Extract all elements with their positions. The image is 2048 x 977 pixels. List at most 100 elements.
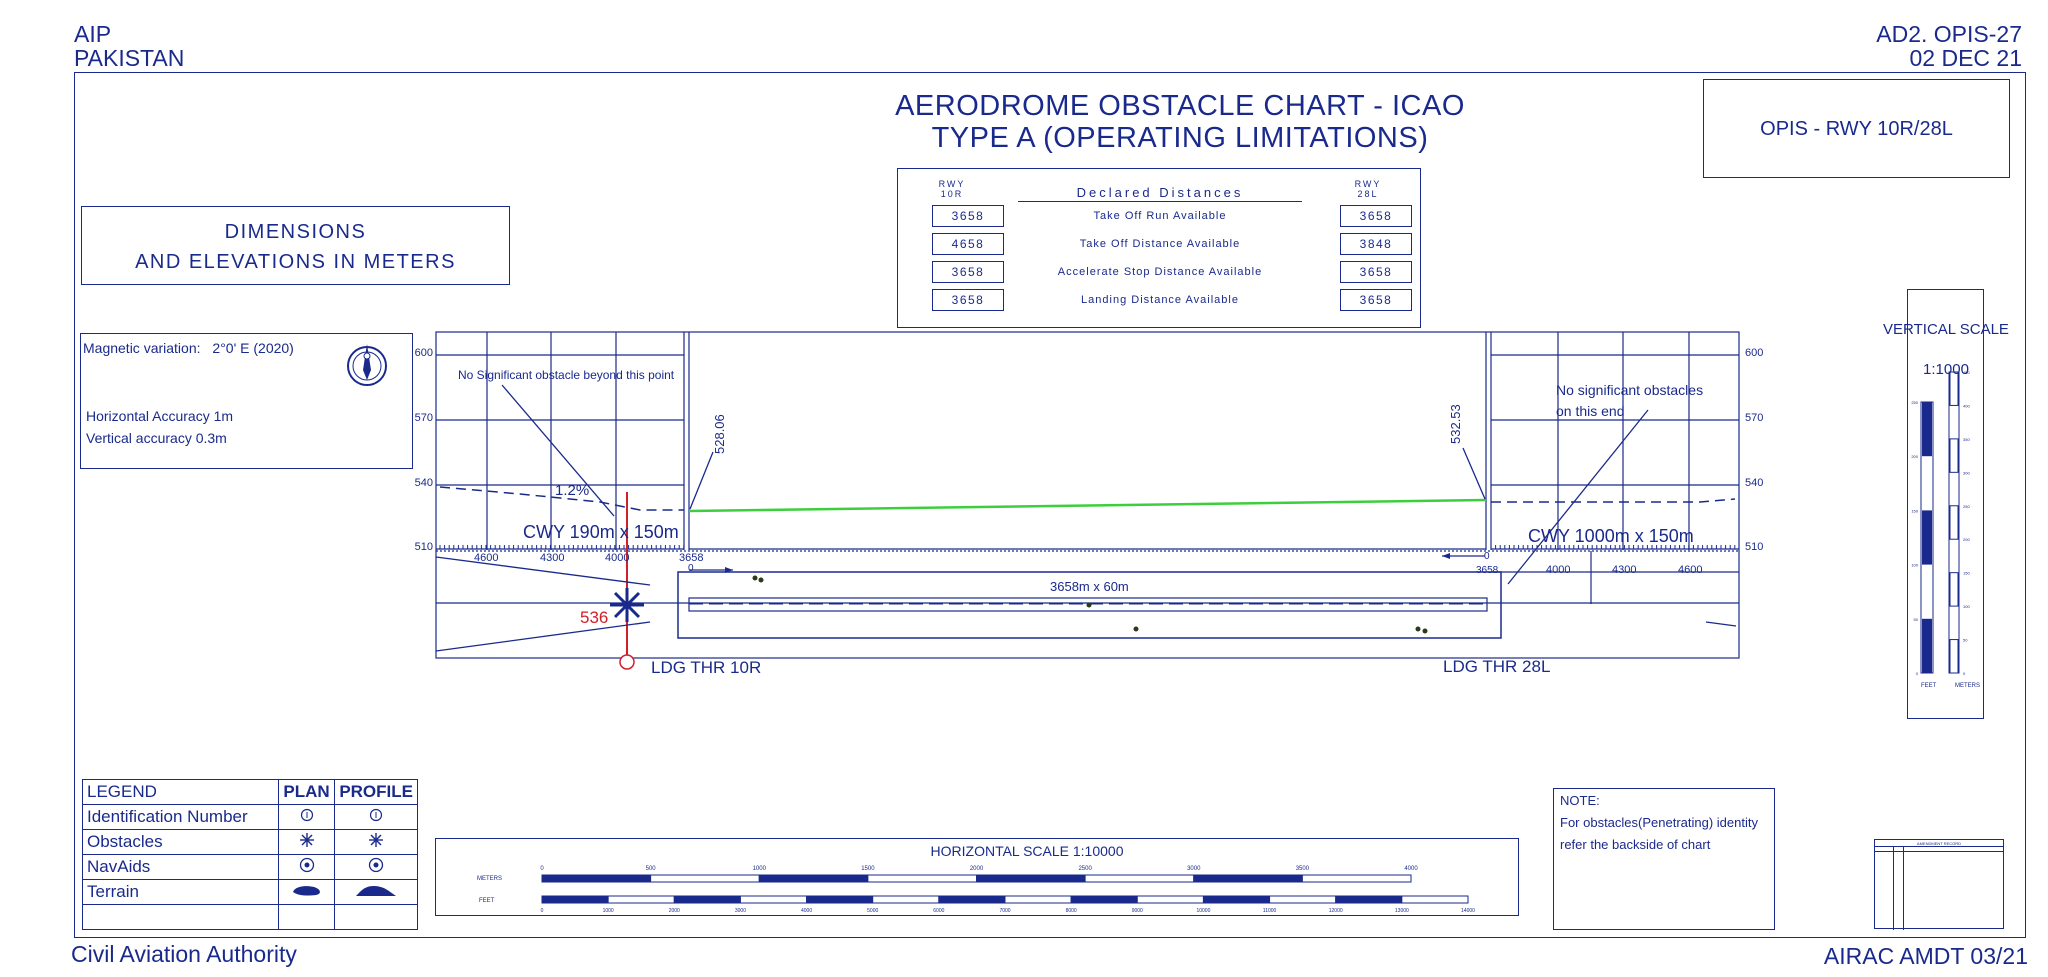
hs-meter-tick: 2000 [970,866,984,872]
dd-row-label: Take Off Distance Available [1079,238,1241,250]
hs-feet-segment [1401,895,1469,904]
legend-empty-cell [277,904,336,930]
vs-meter-segment [1949,505,1959,540]
hs-feet-segment [872,895,940,904]
plan-obstacle-dots [752,575,1428,634]
dist-right-4600: 4600 [1678,564,1703,576]
magvar: Magnetic variation: 2°0' E (2020) [83,340,294,356]
note-left: No Significant obstacle beyond this poin… [458,368,675,382]
hs-feet-tick: 7000 [999,908,1010,914]
cwy-left-label: CWY 190m x 150m [523,522,679,542]
legend-empty-cell [334,904,418,930]
hs-feet-segment [739,895,808,904]
note-right-line2: on this end [1556,403,1625,419]
vs-meter-tick: 50 [1963,638,1968,643]
vs-meter-tick: 250 [1963,504,1970,509]
arrow-left-icon [1442,553,1450,559]
dd-row-label: Take Off Run Available [1093,210,1227,222]
hs-feet-segment [1070,895,1138,904]
dd-right-value: 3848 [1340,233,1412,255]
elev-right-570: 570 [1745,412,1764,424]
elev-left-540: 540 [414,477,433,489]
hs-feet-tick: 6000 [933,908,944,914]
vs-meters-label: METERS [1955,683,1981,689]
dd-left-value: 3658 [932,261,1004,283]
dist-left-3658: 3658 [679,552,704,564]
vs-meter-tick: 100 [1963,604,1970,609]
hs-meter-tick: 0 [540,866,544,872]
hs-feet-tick: 10000 [1196,908,1210,914]
vs-feet-label: FEET [1921,683,1937,689]
hs-feet-tick: 3000 [735,908,746,914]
dd-right-value: 3658 [1340,261,1412,283]
runway-area [677,571,1502,639]
dd-title: Declared Distances [1018,185,1302,202]
dd-right-rwy-label: RWY [1354,179,1382,189]
dd-left-rwy-label: RWY [938,179,966,189]
page-ref: AD2. OPIS-27 [1876,21,2022,47]
hs-meter-segment [541,874,652,883]
navaid-plan-icon [277,854,336,880]
vs-meter-tick: 300 [1963,470,1970,475]
dd-right-value: 3658 [1340,289,1412,311]
elev-right-510: 510 [1745,541,1764,553]
amendment-col2 [1903,846,1904,930]
country-label: PAKISTAN [74,45,185,71]
vertical-scale-title: VERTICAL SCALE [1883,321,2009,338]
hs-feet-segment [938,895,1006,904]
hs-feet-segment [607,895,675,904]
zero-left: 0 [688,563,694,574]
hs-feet-segment [1136,895,1204,904]
thr-left-leader [689,451,714,510]
hs-meter-tick: 1500 [861,866,875,872]
hs-feet-segment [806,895,874,904]
hs-feet-segment [1202,895,1271,904]
dist-right-4000: 4000 [1546,564,1571,576]
slope-label: 1.2% [555,482,590,499]
hs-feet-tick: 12000 [1329,908,1343,914]
note-box: NOTE: For obstacles(Penetrating) identit… [1553,788,1775,930]
hs-meter-tick: 500 [646,866,657,872]
vs-feet-tick: 50 [1914,617,1919,622]
hs-meter-segment [758,874,869,883]
chart-id-box: OPIS - RWY 10R/28L [1703,79,2010,178]
legend-empty-row [82,904,279,930]
elev-right-540: 540 [1745,477,1764,489]
vs-meter-segment [1949,438,1959,473]
vs-feet-tick: 100 [1911,563,1918,568]
elev-right-600: 600 [1745,347,1764,359]
horizontal-scale-box [435,838,1519,916]
hs-feet-tick: 5000 [867,908,878,914]
dd-row-label: Accelerate Stop Distance Available [1057,266,1263,278]
hs-feet-tick: 14000 [1461,908,1475,914]
hs-meter-segment [1193,874,1303,883]
vertical-scale-bars: 2502001501005004504003503002502001501005… [1911,370,1970,676]
hs-feet-tick: 0 [541,908,544,914]
hs-meter-segment [1301,874,1412,883]
legend-plan-header: PLAN [277,779,336,805]
hs-feet-segment [1004,895,1072,904]
note-line1: For obstacles(Penetrating) identity [1560,815,1758,830]
dist-left-4600: 4600 [474,552,499,564]
vs-meter-tick: 400 [1963,403,1970,408]
vertical-accuracy: Vertical accuracy 0.3m [86,430,227,446]
hs-meter-tick: 3500 [1296,866,1310,872]
dd-right-value: 3658 [1340,205,1412,227]
terrain-profile-left [439,486,684,511]
vertical-scale-box [1907,289,1984,719]
info-box: Magnetic variation: 2°0' E (2020) Horizo… [80,333,413,469]
dd-left-rwy-id: 10R [940,189,964,199]
amendment-col1 [1893,846,1894,930]
hs-feet-tick: 13000 [1395,908,1409,914]
ldg-thr-left: LDG THR 10R [651,658,762,677]
dd-right-rwy-id: 28L [1357,189,1379,199]
thr-right-leader [1462,447,1486,500]
chart-title-line2: TYPE A (OPERATING LIMITATIONS) [931,122,1429,154]
vs-meter-segment [1949,371,1959,406]
note-right-line1: No significant obstacles [1556,382,1704,398]
magvar-value: 2°0' E (2020) [212,340,294,356]
horizontal-scale-title: HORIZONTAL SCALE 1:10000 [930,843,1124,859]
